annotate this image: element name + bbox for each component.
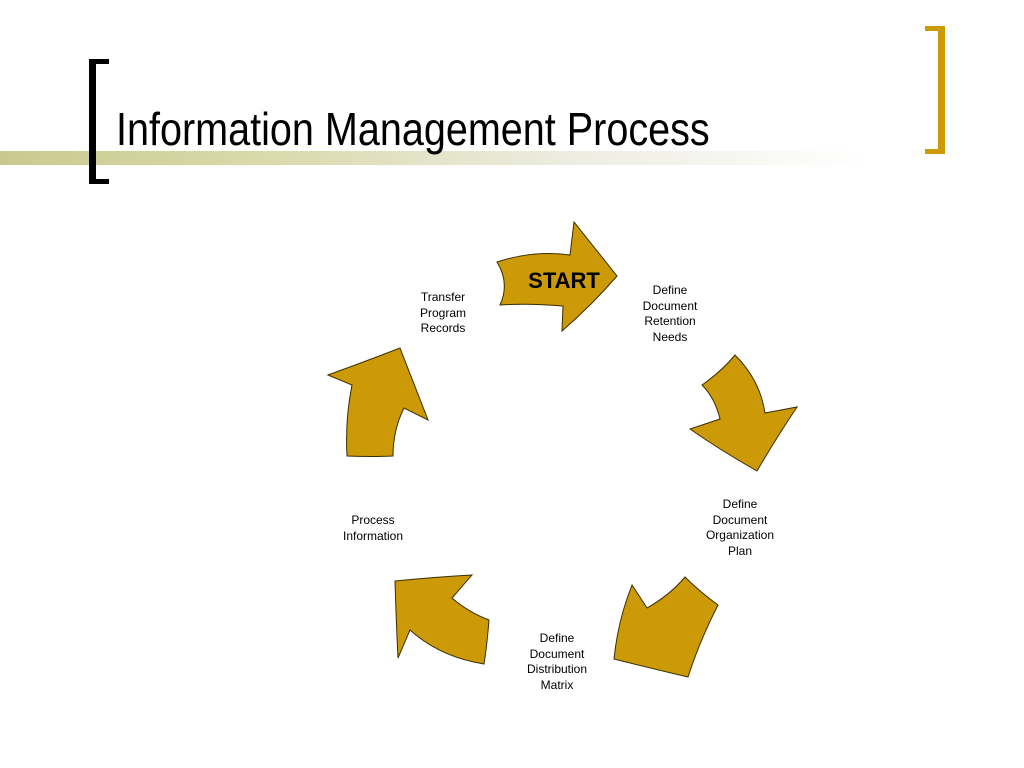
step-label-define-retention-needs: Define Document Retention Needs [642, 283, 698, 344]
title-underline-band [0, 151, 1024, 165]
left-bracket-decoration [89, 59, 109, 184]
start-arrow-shape [496, 220, 618, 333]
cycle-arrow-3 [613, 576, 719, 678]
cycle-arrow-5 [326, 347, 429, 457]
cycle-arrow-2 [688, 354, 799, 472]
right-bracket-decoration [925, 26, 945, 154]
step-label-define-organization-plan: Define Document Organization Plan [705, 497, 775, 558]
start-label: START [528, 268, 600, 293]
start-arrow: START [496, 220, 618, 333]
step-label-process-information: Process Information [342, 513, 404, 543]
cycle-arrow-4 [394, 574, 490, 665]
step-label-define-distribution-matrix: Define Document Distribution Matrix [526, 631, 588, 692]
step-label-transfer-program-records: Transfer Program Records [419, 290, 466, 335]
page-title: Information Management Process [116, 103, 710, 155]
